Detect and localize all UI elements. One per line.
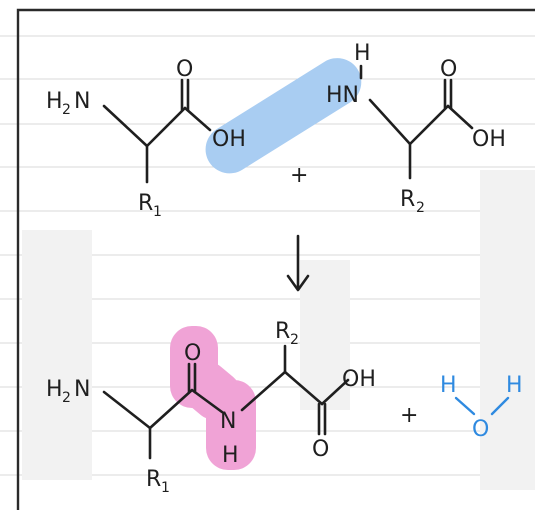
- water-o: O: [472, 417, 489, 442]
- p-n: N: [74, 377, 90, 402]
- p-r2-sub: 2: [290, 332, 299, 348]
- reactant-2: H HN O OH R 2: [326, 41, 506, 216]
- p-h-sub: 2: [62, 390, 71, 406]
- p-r2: R: [275, 319, 290, 344]
- p-carbonyl-o2: O: [312, 437, 329, 462]
- reactant-1: H 2 N O OH R 1: [46, 57, 246, 220]
- plus-sign-2: +: [400, 403, 418, 428]
- water-h1: H: [440, 373, 457, 398]
- p-carbonyl-o: O: [184, 341, 201, 366]
- r2-r-sub: 2: [416, 200, 425, 216]
- p-r1: R: [146, 467, 161, 492]
- plus-sign-1: +: [290, 163, 308, 188]
- dipeptide-product: H 2 N O N H R 2 OH O R 1: [46, 319, 376, 496]
- r1-h: H: [46, 89, 63, 114]
- p-peptide-h: H: [222, 443, 239, 468]
- r1-hydroxyl: OH: [212, 127, 246, 152]
- r1-r-sub: 1: [153, 204, 162, 220]
- p-r1-sub: 1: [161, 480, 170, 496]
- r2-r-group: R: [400, 187, 415, 212]
- pink-highlight-link: [182, 362, 240, 420]
- r2-amine-h: H: [354, 41, 371, 66]
- r1-n: N: [74, 89, 90, 114]
- watermark: [22, 170, 535, 490]
- r2-carbonyl-o: O: [440, 57, 457, 82]
- r1-carbonyl-o: O: [176, 57, 193, 82]
- reaction-arrow: [286, 234, 310, 292]
- r2-hn: HN: [326, 83, 359, 108]
- p-peptide-n: N: [220, 409, 236, 434]
- p-hydroxyl: OH: [342, 367, 376, 392]
- r1-r-group: R: [138, 191, 153, 216]
- water-molecule: H O H: [440, 373, 523, 442]
- p-h: H: [46, 377, 63, 402]
- frame-border: [16, 8, 535, 510]
- r1-h-sub: 2: [62, 102, 71, 118]
- blue-highlight: [205, 58, 362, 174]
- r2-hydroxyl: OH: [472, 127, 506, 152]
- water-h2: H: [506, 373, 523, 398]
